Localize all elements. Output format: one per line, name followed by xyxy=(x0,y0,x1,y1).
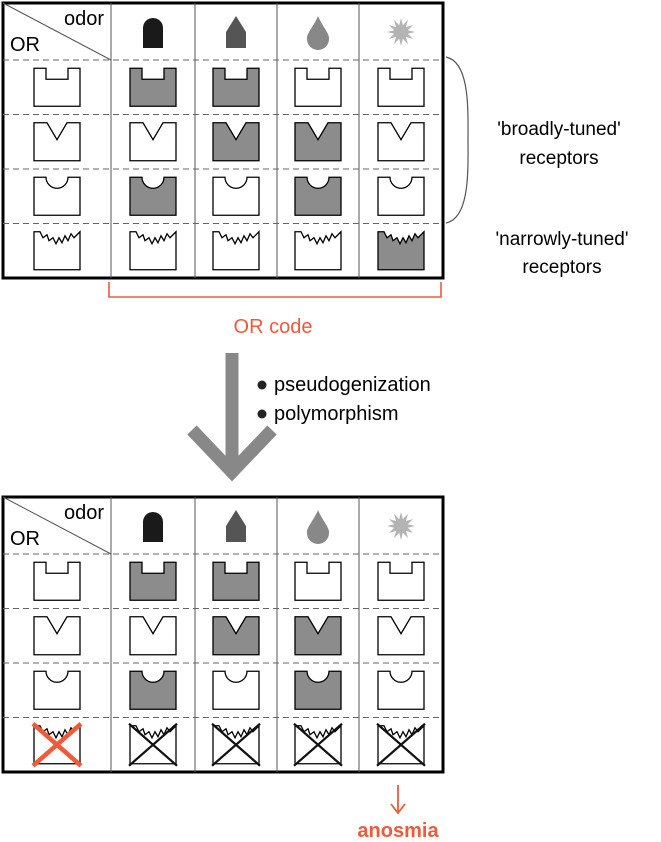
receptor-jagged-notch-icon xyxy=(33,230,81,271)
receptor-round-notch-icon xyxy=(294,176,342,216)
starburst-icon xyxy=(387,512,415,540)
header-diagonal xyxy=(2,2,112,61)
receptor-round-notch-icon xyxy=(129,176,177,216)
receptor-jagged-notch-icon xyxy=(377,230,425,271)
receptor-square-notch-icon xyxy=(129,561,177,601)
receptor-square-notch-icon xyxy=(33,67,81,107)
pentagon-icon xyxy=(226,510,246,542)
receptor-jagged-notch-icon xyxy=(129,230,177,271)
droplet-icon xyxy=(306,16,330,50)
receptor-v-notch-icon xyxy=(212,122,260,162)
bullet-polymorphism: polymorphism xyxy=(274,403,398,425)
receptor-square-notch-icon xyxy=(294,67,342,107)
receptor-round-notch-icon xyxy=(377,670,425,710)
odor-header-label: odor xyxy=(64,502,104,524)
receptor-square-notch-icon xyxy=(377,561,425,601)
receptor-v-notch-icon xyxy=(129,616,177,656)
knockout-cross-icon xyxy=(376,722,426,767)
receptor-square-notch-icon xyxy=(377,67,425,107)
receptor-square-notch-icon xyxy=(294,561,342,601)
odor-header-label: odor xyxy=(64,8,104,30)
or-code-bracket xyxy=(108,282,442,298)
bullet-dot xyxy=(257,380,267,390)
table-border xyxy=(1,1,445,280)
or-code-label: OR code xyxy=(234,316,313,338)
receptor-round-notch-icon xyxy=(129,670,177,710)
receptor-square-notch-icon xyxy=(129,67,177,107)
receptor-round-notch-icon xyxy=(33,670,81,710)
knockout-cross-icon xyxy=(128,722,178,767)
narrowly-tuned-label-line1: 'narrowly-tuned' xyxy=(496,229,629,250)
rounded-block-icon xyxy=(143,18,163,48)
receptor-jagged-notch-icon xyxy=(294,230,342,271)
receptor-round-notch-icon xyxy=(33,176,81,216)
knockout-cross-icon xyxy=(31,722,83,768)
or-header-label: OR xyxy=(10,34,40,56)
anosmia-label: anosmia xyxy=(357,820,439,842)
receptor-v-notch-icon xyxy=(129,122,177,162)
broadly-tuned-label-line1: 'broadly-tuned' xyxy=(497,119,620,140)
receptor-round-notch-icon xyxy=(212,670,260,710)
broadly-tuned-label-line2: receptors xyxy=(519,148,598,169)
broadly-tuned-brace xyxy=(445,56,469,224)
receptor-v-notch-icon xyxy=(33,122,81,162)
header-diagonal xyxy=(2,496,112,555)
receptor-jagged-notch-icon xyxy=(212,230,260,271)
receptor-square-notch-icon xyxy=(212,67,260,107)
receptor-square-notch-icon xyxy=(33,561,81,601)
receptor-v-notch-icon xyxy=(212,616,260,656)
anosmia-arrow xyxy=(390,785,406,815)
narrowly-tuned-label-line2: receptors xyxy=(522,257,601,278)
knockout-cross-icon xyxy=(211,722,261,767)
receptor-round-notch-icon xyxy=(294,670,342,710)
receptor-square-notch-icon xyxy=(212,561,260,601)
knockout-cross-icon xyxy=(293,722,343,767)
or-header-label: OR xyxy=(10,528,40,550)
bullet-pseudogenization: pseudogenization xyxy=(274,374,431,396)
droplet-icon xyxy=(306,510,330,544)
receptor-v-notch-icon xyxy=(377,122,425,162)
receptor-v-notch-icon xyxy=(377,616,425,656)
bullet-dot xyxy=(257,409,267,419)
rounded-block-icon xyxy=(143,512,163,542)
receptor-v-notch-icon xyxy=(33,616,81,656)
pentagon-icon xyxy=(226,16,246,48)
receptor-round-notch-icon xyxy=(212,176,260,216)
table-border xyxy=(1,495,445,774)
receptor-round-notch-icon xyxy=(377,176,425,216)
transition-arrow xyxy=(187,353,277,482)
starburst-icon xyxy=(387,18,415,46)
receptor-v-notch-icon xyxy=(294,616,342,656)
receptor-v-notch-icon xyxy=(294,122,342,162)
